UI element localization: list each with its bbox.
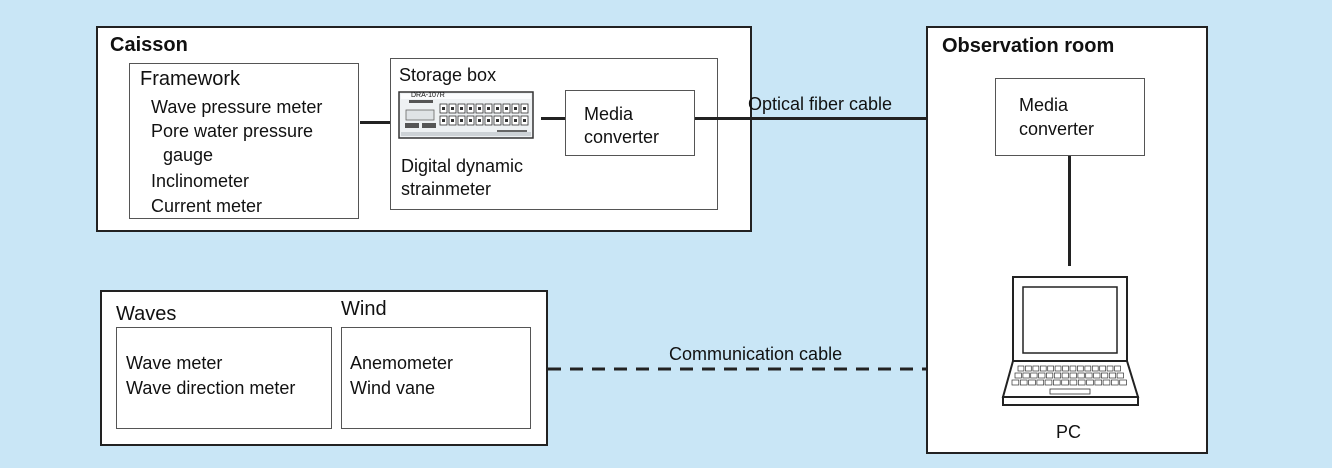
wind-box [341,327,531,429]
framework-item: Current meter [151,196,263,216]
wind-item: Wind vane [350,378,436,398]
waves-item: Wave direction meter [126,378,296,398]
communication-cable-label: Communication cable [669,344,843,364]
pc-label: PC [1056,422,1082,442]
media-converter-caisson [565,90,695,156]
optical-fiber-label: Optical fiber cable [748,94,893,114]
converter-pc-link [1068,156,1071,266]
strainmeter-caption: strainmeter [401,179,492,199]
wind-title: Wind [341,298,387,320]
caisson-title: Caisson [110,34,188,56]
media-converter-label: converter [1019,119,1095,139]
framework-item: gauge [163,145,214,165]
framework-title: Framework [140,68,241,90]
wind-item: Anemometer [350,353,454,373]
framework-strainmeter-link [360,121,390,124]
strainmeter-converter-link [541,117,565,120]
framework-item: Pore water pressure [151,121,314,141]
framework-box [129,63,359,219]
strainmeter-caption: Digital dynamic [401,156,524,176]
media-converter-label: converter [584,127,660,147]
framework-item: Inclinometer [151,171,250,191]
media-converter-label: Media [584,104,634,124]
media-converter-label: Media [1019,95,1069,115]
observation-room-title: Observation room [942,35,1115,57]
optical-fiber-cable [695,117,995,120]
media-converter-room [995,78,1145,156]
storage-box-title: Storage box [399,65,497,85]
waves-box [116,327,332,429]
framework-item: Wave pressure meter [151,97,323,117]
strainmeter-badge: DRA-107R [411,92,445,99]
waves-title: Waves [116,303,177,325]
waves-item: Wave meter [126,353,223,373]
